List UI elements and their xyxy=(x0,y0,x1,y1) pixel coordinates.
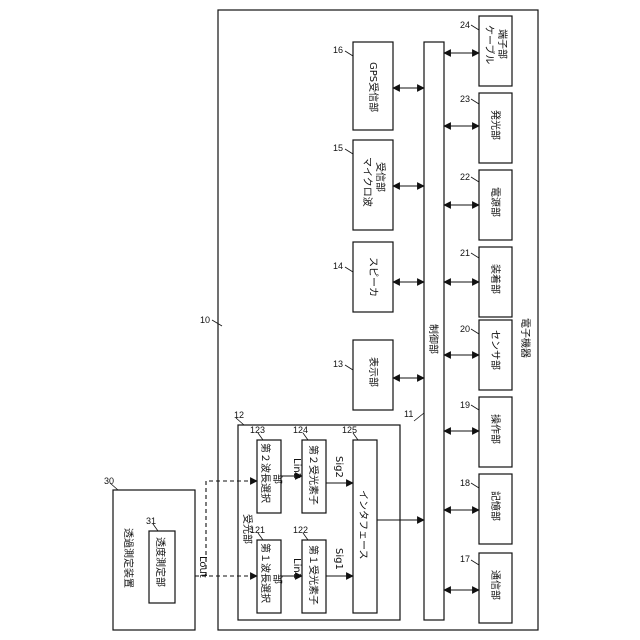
gps-receiver-label: GPS受信部 xyxy=(367,62,380,112)
sensor-unit-label: センサ部 xyxy=(489,330,502,370)
ref-12: 12 xyxy=(234,410,244,420)
light-element-1-label: 第１受光素子 xyxy=(307,545,320,605)
ref-14: 14 xyxy=(333,261,343,271)
ref-15: 15 xyxy=(333,143,343,153)
ref-19: 19 xyxy=(460,400,470,410)
microwave-receiver-label-2: 受信部 xyxy=(374,162,387,192)
control-unit-label: 制御部 xyxy=(427,324,440,354)
wavelength-selector-1-label-1: 第１波長選択 xyxy=(259,543,272,603)
comm-unit-label: 通信部 xyxy=(489,570,502,600)
ref-125: 125 xyxy=(342,425,357,435)
wavelength-selector-2-label-1: 第２波長選択 xyxy=(259,443,272,503)
cable-terminal-unit: ケーブル 端子部 24 xyxy=(460,16,512,86)
wavelength-selector-2: 第２波長選択 部 123 xyxy=(250,425,284,513)
cable-terminal-label-2: 端子部 xyxy=(496,29,509,59)
ref-10-lead xyxy=(212,320,222,326)
emitter-unit: 発光部 23 xyxy=(460,93,512,163)
ref-21: 21 xyxy=(460,248,470,258)
ref-22-lead xyxy=(471,177,479,182)
emitter-unit-label: 発光部 xyxy=(489,110,502,140)
ref-18: 18 xyxy=(460,478,470,488)
ref-15-lead xyxy=(345,149,353,154)
ref-24: 24 xyxy=(460,20,470,30)
ref-124: 124 xyxy=(293,425,308,435)
transmission-device-label: 透過測定装置 xyxy=(122,528,135,588)
ref-21-lead xyxy=(471,253,479,258)
ref-17: 17 xyxy=(460,554,470,564)
ref-20-lead xyxy=(471,329,479,334)
speaker-unit-label: スピーカ xyxy=(367,257,379,297)
ref-22: 22 xyxy=(460,172,470,182)
ref-23: 23 xyxy=(460,94,470,104)
ref-23-lead xyxy=(471,99,479,104)
ref-121: 121 xyxy=(250,525,265,535)
sig2-label: Sig2 xyxy=(333,456,344,478)
electronic-device-label: 電子機器 xyxy=(519,318,532,358)
microwave-receiver-box xyxy=(353,140,393,230)
speaker-unit: スピーカ 14 xyxy=(333,242,393,312)
ref-18-lead xyxy=(471,483,479,488)
ref-20: 20 xyxy=(460,324,470,334)
mount-unit-label: 装着部 xyxy=(489,264,502,294)
microwave-receiver: マイクロ波 受信部 15 xyxy=(333,140,393,230)
ref-16: 16 xyxy=(333,45,343,55)
display-unit-label: 表示部 xyxy=(367,357,380,387)
ref-24-lead xyxy=(471,25,479,30)
lin2-label: Lin2 xyxy=(291,458,302,479)
ref-16-lead xyxy=(345,51,353,56)
interface-unit: インタフェース 125 xyxy=(342,425,377,613)
light-element-2-label: 第２受光素子 xyxy=(307,445,320,505)
ref-122: 122 xyxy=(293,525,308,535)
ref-11-lead xyxy=(414,413,424,421)
ref-123: 123 xyxy=(250,425,265,435)
ref-17-lead xyxy=(471,560,479,565)
comm-unit: 通信部 17 xyxy=(460,553,512,623)
ref-14-lead xyxy=(345,267,353,272)
interface-label: インタフェース xyxy=(357,490,369,560)
lin1-label: Lin1 xyxy=(291,558,302,579)
lout-label: Lout xyxy=(197,556,208,578)
ref-19-lead xyxy=(471,405,479,410)
wavelength-selector-1: 第１波長選択 部 121 xyxy=(250,525,284,613)
measure-unit-label: 透度測定部 xyxy=(154,537,167,587)
ref-13: 13 xyxy=(333,359,343,369)
sig1-label: Sig1 xyxy=(333,548,344,570)
gps-receiver: GPS受信部 16 xyxy=(333,42,393,130)
storage-unit-label: 記憶部 xyxy=(489,491,502,521)
cable-terminal-label-1: ケーブル xyxy=(483,25,496,64)
operation-unit-label: 操作部 xyxy=(489,414,502,444)
ref-10: 10 xyxy=(200,315,210,325)
display-unit: 表示部 13 xyxy=(333,340,393,410)
microwave-receiver-label-1: マイクロ波 xyxy=(361,157,374,207)
power-unit-label: 電源部 xyxy=(489,187,502,217)
ref-13-lead xyxy=(345,365,353,370)
ref-30: 30 xyxy=(104,476,114,486)
ref-11: 11 xyxy=(404,409,413,419)
storage-unit: 記憶部 18 xyxy=(460,474,512,544)
ref-31: 31 xyxy=(146,516,156,526)
operation-unit: 操作部 19 xyxy=(460,397,512,467)
